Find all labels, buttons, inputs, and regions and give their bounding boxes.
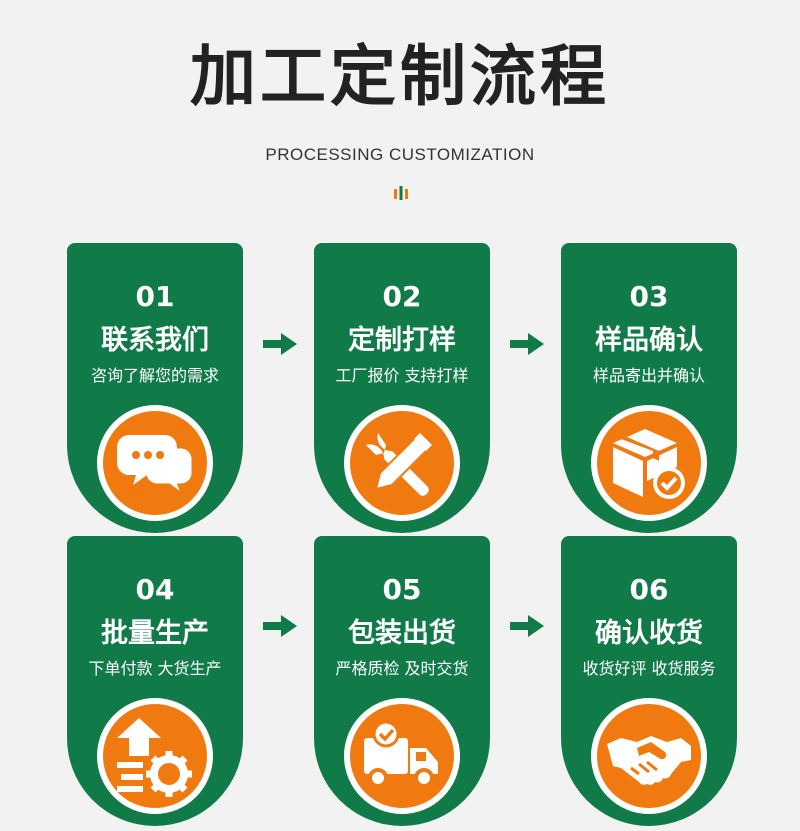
step-card-mass-production: 04 批量生产 下单付款 大货生产 — [67, 536, 243, 826]
page-title: 加工定制流程 — [190, 38, 610, 115]
step-title: 确认收货 — [595, 618, 703, 649]
decorative-bars-icon — [394, 186, 408, 200]
step-card-sampling: 02 定制打样 工厂报价 支持打样 — [314, 243, 490, 533]
step-description: 样品寄出并确认 — [592, 366, 705, 385]
step-title: 样品确认 — [595, 325, 703, 356]
step-description: 下单付款 大货生产 — [88, 659, 222, 678]
icon-circle — [103, 411, 207, 515]
handshake-icon — [607, 736, 691, 785]
arrow-right-icon — [510, 333, 544, 355]
tools-icon — [366, 431, 434, 496]
step-title: 批量生产 — [101, 618, 209, 649]
box-check-icon — [613, 429, 685, 499]
step-card-contact: 01 联系我们 咨询了解您的需求 — [67, 243, 243, 533]
arrow-right-icon — [263, 333, 297, 355]
step-title: 定制打样 — [348, 325, 456, 356]
step-description: 工厂报价 支持打样 — [335, 366, 469, 385]
arrow-right-icon — [510, 615, 544, 637]
step-number: 04 — [135, 573, 175, 606]
step-card-packing-shipping: 05 包装出货 严格质检 及时交货 — [314, 536, 490, 826]
step-card-confirm-receipt: 06 确认收货 收货好评 收货服务 — [561, 536, 737, 826]
step-title: 包装出货 — [348, 618, 456, 649]
step-description: 收货好评 收货服务 — [582, 659, 716, 678]
step-title: 联系我们 — [101, 325, 209, 356]
delivery-truck-icon — [364, 720, 438, 788]
step-number: 03 — [629, 280, 669, 313]
production-gear-icon — [117, 718, 192, 797]
step-number: 01 — [135, 280, 175, 313]
step-number: 05 — [382, 573, 422, 606]
arrow-right-icon — [263, 615, 297, 637]
icon-circle — [597, 704, 701, 808]
chat-bubbles-icon — [117, 435, 195, 500]
step-number: 02 — [382, 280, 422, 313]
step-description: 严格质检 及时交货 — [335, 659, 469, 678]
icon-circle — [350, 411, 454, 515]
step-number: 06 — [629, 573, 669, 606]
step-card-confirm-sample: 03 样品确认 样品寄出并确认 — [561, 243, 737, 533]
icon-circle — [597, 411, 701, 515]
step-description: 咨询了解您的需求 — [90, 366, 219, 385]
icon-circle — [103, 704, 207, 808]
icon-circle — [350, 704, 454, 808]
page-subtitle: PROCESSING CUSTOMIZATION — [265, 145, 535, 164]
